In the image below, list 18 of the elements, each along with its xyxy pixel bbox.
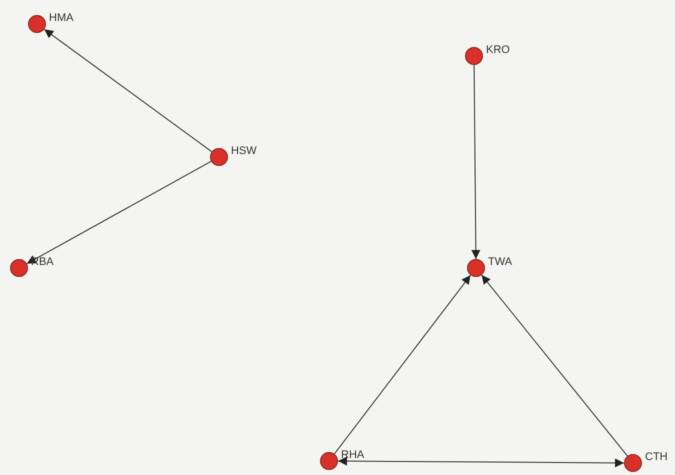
node-label: TWA — [488, 256, 512, 268]
node-label: CTH — [645, 451, 668, 463]
arrow — [481, 274, 628, 456]
node-label: HMA — [49, 12, 74, 24]
arrow — [334, 274, 472, 454]
graph-node — [320, 452, 364, 470]
arrow — [44, 28, 212, 152]
graph-node — [210, 148, 257, 166]
node-label: HSW — [231, 145, 257, 157]
graph-node — [465, 47, 510, 65]
arrow — [471, 64, 480, 260]
node-label: KRO — [486, 44, 510, 56]
graph-node — [624, 454, 668, 472]
node-label: RHA — [341, 449, 364, 461]
arrow — [26, 160, 212, 264]
arrow — [338, 456, 624, 468]
graph-node — [467, 259, 512, 277]
graph-node — [28, 15, 74, 33]
